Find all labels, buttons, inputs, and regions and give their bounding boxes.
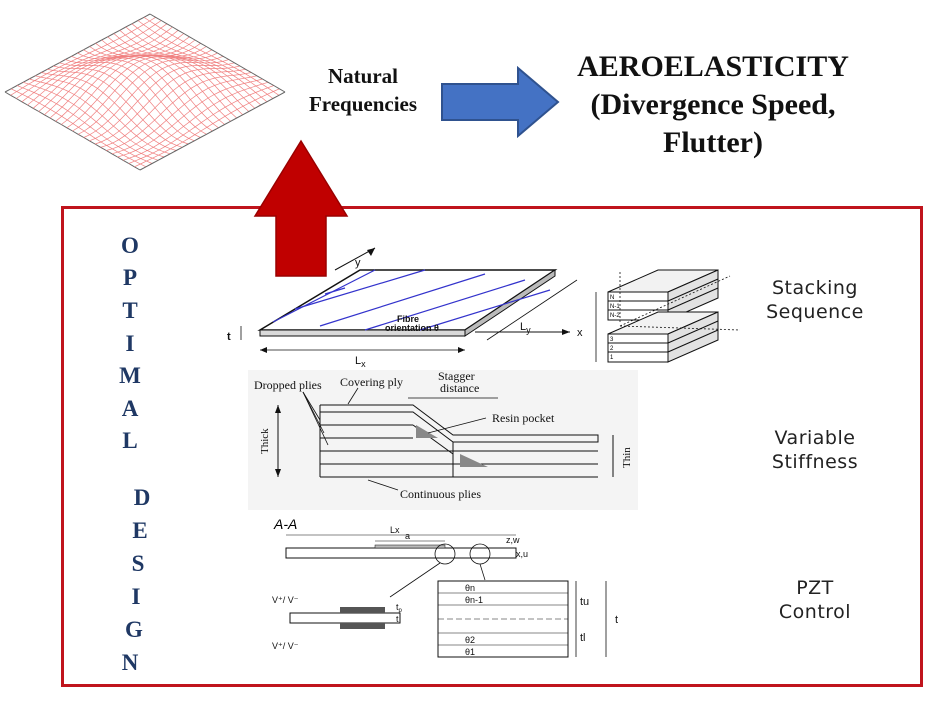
mesh-line <box>149 13 286 93</box>
natural-frequencies-line-2: Frequencies <box>308 92 418 116</box>
theta-n-1-label: θn-1 <box>465 595 483 605</box>
optimal-design-box <box>61 206 923 687</box>
plate-lx-label: Lx <box>355 355 366 369</box>
mesh-line <box>139 91 286 171</box>
aeroelasticity-line-1: AEROELASTICITY <box>577 50 849 83</box>
stacking-sequence-figure: N N-1 N-2 3 2 1 <box>595 269 741 363</box>
letter-i-2: I <box>131 584 141 609</box>
pzt-a-label: a <box>405 531 410 541</box>
stack-label-1: 1 <box>610 355 614 361</box>
letter-e: E <box>132 518 148 543</box>
resin-pocket-label: Resin pocket <box>492 411 555 425</box>
pzt-figure: A-A Lx a z,w x,u V⁺/ V⁻ V⁺/ V⁻ tp t θn θ… <box>272 516 618 658</box>
letter-l: L <box>122 428 138 453</box>
letter-n: N <box>121 650 139 675</box>
letter-d: D <box>133 485 151 510</box>
continuous-plies-label: Continuous plies <box>400 487 481 501</box>
mesh-line <box>128 85 274 164</box>
fibre-label-1: Fibre <box>397 314 419 324</box>
pzt-control-caption: PZT Control <box>730 576 900 624</box>
letter-t: T <box>122 298 138 323</box>
variable-stiffness-caption: Variable Stiffness <box>730 426 900 474</box>
aeroelasticity-title: AEROELASTICITY (Divergence Speed, Flutte… <box>548 48 878 162</box>
stagger-label-2: distance <box>440 381 479 395</box>
letter-g: G <box>125 617 143 642</box>
mesh-line <box>143 17 280 96</box>
xu-label: x,u <box>516 549 528 559</box>
composite-plate-figure: y Fibre orientation θ x t Lx Ly <box>227 247 583 369</box>
dropped-plies-label: Dropped plies <box>254 378 322 392</box>
letter-a: A <box>121 396 139 421</box>
mesh-line <box>137 20 274 99</box>
pzt-caption-line-1: PZT <box>796 577 834 599</box>
mesh-line <box>122 81 269 161</box>
letter-i: I <box>125 331 135 356</box>
optimal-design-vertical-text: O P T I M A L D E S I G N <box>110 0 150 704</box>
variable-caption-line-2: Stiffness <box>771 451 859 473</box>
theta-1-label: θ1 <box>465 647 475 657</box>
pzt-caption-line-2: Control <box>778 601 852 623</box>
mesh-line <box>131 23 268 103</box>
pzt-lx-label: Lx <box>390 525 400 535</box>
zw-label: z,w <box>506 535 520 545</box>
aeroelasticity-line-2: (Divergence Speed, <box>590 88 836 121</box>
blue-right-arrow-icon <box>441 66 560 138</box>
theta-n-label: θn <box>465 583 475 593</box>
tp-label: tp <box>396 602 403 614</box>
section-aa-label: A-A <box>273 516 297 532</box>
variable-caption-line-1: Variable <box>774 427 856 449</box>
letter-s: S <box>131 551 145 576</box>
ply-drop-figure: Thick Thin Dropped plies Covering ply St… <box>248 370 638 510</box>
thick-label: Thick <box>259 428 271 454</box>
aeroelasticity-line-3: Flutter) <box>663 126 763 159</box>
stack-label-3: 3 <box>610 337 614 343</box>
plate-x-label: x <box>577 327 583 339</box>
natural-frequencies-label: Natural Frequencies <box>288 62 438 118</box>
mode-shape-mesh <box>4 13 286 171</box>
stacking-caption-line-2: Sequence <box>766 301 864 323</box>
v-bottom-label: V⁺/ V⁻ <box>272 641 299 651</box>
covering-ply-label: Covering ply <box>340 375 403 389</box>
plate-y-label: y <box>355 257 361 269</box>
mesh-line <box>134 88 280 168</box>
letter-o: O <box>121 233 139 258</box>
stack-label-n: N <box>610 295 614 301</box>
thin-label: Thin <box>621 447 633 468</box>
stack-label-n-2: N-2 <box>610 313 620 319</box>
tl-label: tl <box>580 632 586 644</box>
stacking-caption-line-1: Stacking <box>772 277 858 299</box>
v-top-label: V⁺/ V⁻ <box>272 595 299 605</box>
pzt-t-label: t <box>396 614 399 624</box>
stacking-sequence-caption: Stacking Sequence <box>730 276 900 324</box>
letter-m: M <box>119 363 141 388</box>
t-total-label: t <box>615 614 618 626</box>
stack-label-n-1: N-1 <box>610 304 620 310</box>
plate-ly-label: Ly <box>520 321 531 335</box>
fibre-label-2: orientation θ <box>385 323 439 333</box>
tu-label: tu <box>580 596 589 608</box>
stack-label-2: 2 <box>610 346 614 352</box>
red-up-arrow-icon <box>253 139 349 277</box>
letter-p: P <box>122 265 138 290</box>
natural-frequencies-line-1: Natural <box>328 64 398 88</box>
theta-2-label: θ2 <box>465 635 475 645</box>
plate-t-label: t <box>227 331 231 343</box>
mesh-line <box>117 78 263 158</box>
stagger-label-1: Stagger <box>438 370 475 383</box>
